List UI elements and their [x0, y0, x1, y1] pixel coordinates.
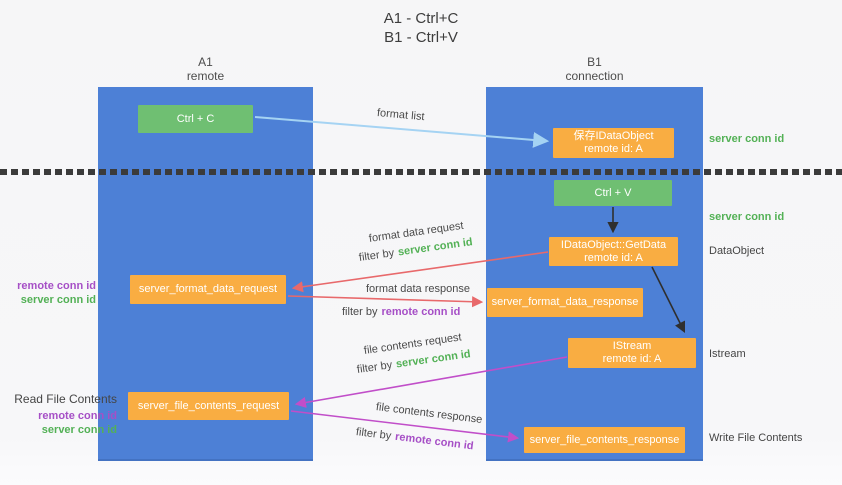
- node-server-file-contents-request: server_file_contents_request: [128, 392, 289, 420]
- remote-conn-id-text: remote conn id: [381, 306, 461, 318]
- file-contents-response-label: file contents response: [375, 401, 483, 426]
- node-server-format-data-request: server_format_data_request: [130, 275, 286, 304]
- node-ctrl-v: Ctrl + V: [554, 180, 672, 206]
- save-idataobject-line1: 保存IDataObject: [573, 130, 654, 142]
- node-istream: IStream remote id: A: [568, 338, 696, 368]
- title-line-1: A1 - Ctrl+C: [383, 10, 459, 27]
- title-line-2: B1 - Ctrl+V: [384, 29, 458, 46]
- save-idataobject-line2: remote id: A: [584, 143, 643, 155]
- column-header-a1: A1 remote: [98, 55, 313, 83]
- filter-by-text: filter by: [358, 247, 395, 264]
- server-format-data-response-label: server_format_data_response: [491, 296, 639, 308]
- left-conn-id-annotation-file: Read File Contents remote conn id server…: [14, 392, 117, 437]
- remote-conn-id-annotation: remote conn id: [17, 280, 96, 292]
- filter-by-text: filter by: [356, 359, 393, 376]
- filter-by-text: filter by: [342, 306, 378, 318]
- remote-conn-id-text: remote conn id: [394, 430, 475, 453]
- remote-conn-id-annotation: remote conn id: [38, 410, 117, 422]
- node-server-file-contents-response: server_file_contents_response: [524, 427, 685, 453]
- column-a1-name: A1: [198, 55, 213, 69]
- getdata-line2: remote id: A: [584, 251, 643, 264]
- read-file-contents-annotation: Read File Contents: [14, 392, 117, 406]
- write-file-contents-annotation: Write File Contents: [709, 432, 803, 444]
- diagram-title: A1 - Ctrl+C B1 - Ctrl+V: [0, 9, 842, 47]
- node-server-format-data-response: server_format_data_response: [487, 288, 643, 317]
- dataobject-annotation: DataObject: [709, 245, 765, 257]
- server-file-contents-request-label: server_file_contents_request: [137, 399, 280, 412]
- istream-line2: remote id: A: [602, 353, 662, 365]
- column-b1-role: connection: [565, 69, 624, 83]
- node-save-idataobject: 保存IDataObject remote id: A: [553, 128, 674, 158]
- format-data-response-arrow: [287, 295, 484, 308]
- istream-annotation: Istream: [709, 348, 746, 360]
- server-conn-id-text: server conn id: [395, 348, 472, 371]
- filter-by-text: filter by: [355, 426, 392, 443]
- format-list-label: format list: [376, 107, 426, 124]
- ctrl-v-label: Ctrl + V: [594, 186, 632, 199]
- phase-divider-dotted-line: [0, 169, 842, 175]
- ctrl-c-label: Ctrl + C: [176, 112, 215, 125]
- server-conn-id-annotation-top: server conn id: [709, 133, 785, 145]
- left-conn-id-annotation-format: remote conn id server conn id: [17, 279, 96, 307]
- server-conn-id-annotation-mid: server conn id: [709, 211, 785, 223]
- column-b1-name: B1: [587, 55, 602, 69]
- node-idataobject-getdata: IDataObject::GetData remote id: A: [549, 237, 678, 266]
- server-format-data-request-label: server_format_data_request: [138, 283, 278, 295]
- getdata-line1: IDataObject::GetData: [560, 238, 667, 251]
- server-conn-id-annotation: server conn id: [41, 424, 117, 436]
- istream-line1: IStream: [612, 340, 652, 352]
- server-conn-id-annotation: server conn id: [20, 294, 96, 306]
- node-ctrl-c: Ctrl + C: [138, 105, 253, 133]
- format-data-response-label: format data response: [366, 283, 470, 295]
- server-file-contents-response-label: server_file_contents_response: [529, 433, 680, 446]
- column-header-b1: B1 connection: [486, 55, 703, 83]
- column-a1-role: remote: [186, 69, 225, 83]
